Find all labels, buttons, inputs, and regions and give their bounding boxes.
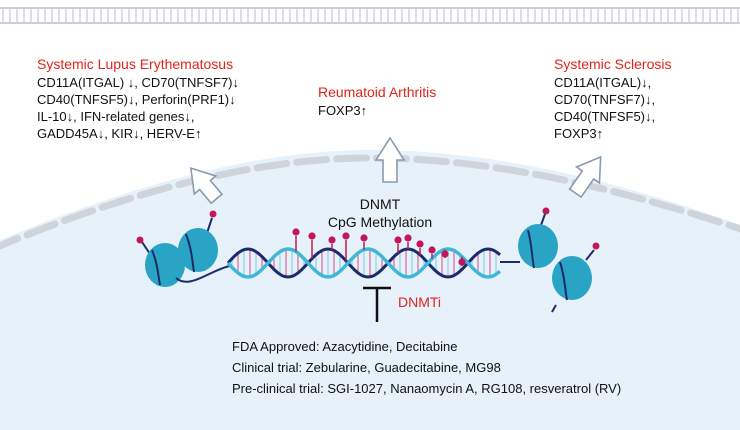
methyl-group xyxy=(416,240,424,248)
arrow-to-ssc xyxy=(568,155,602,199)
methyl-group xyxy=(404,234,412,242)
cell-membrane xyxy=(0,0,740,32)
sle-gene-line: CD11A(ITGAL) ↓, CD70(TNFSF7)↓ xyxy=(37,75,240,90)
methyl-group xyxy=(308,232,316,240)
methyl-group xyxy=(458,258,466,266)
methyl-group xyxy=(441,250,449,258)
dna-helix xyxy=(226,228,502,279)
ssc-gene-line: CD11A(ITGAL)↓, xyxy=(554,75,652,90)
ra-gene-line: FOXP3↑ xyxy=(318,103,368,118)
dnmt-label: DNMT xyxy=(359,196,401,212)
trial-line-preclinical: Pre-clinical trial: SGI-1027, Nanaomycin… xyxy=(232,381,622,396)
ssc-gene-line: CD40(TNFSF5)↓, xyxy=(554,109,656,124)
methyl-group xyxy=(394,236,402,244)
methyl-group xyxy=(360,234,368,242)
nucleosome-left xyxy=(136,210,231,287)
sle-title: Systemic Lupus Erythematosus xyxy=(37,56,234,72)
sle-gene-line: CD40(TNFSF5)↓, Perforin(PRF1)↓ xyxy=(37,92,236,107)
arrow-to-sle xyxy=(189,167,224,205)
arrow-to-ra xyxy=(374,136,406,183)
nucleus xyxy=(0,150,740,430)
cpg-methylation-label: CpG Methylation xyxy=(327,214,433,230)
dnmti-label: DNMTi xyxy=(398,294,442,310)
trial-line-fda: FDA Approved: Azacytidine, Decitabine xyxy=(232,339,458,354)
trial-line-clinical: Clinical trial: Zebularine, Guadecitabin… xyxy=(232,360,501,375)
methyl-group xyxy=(328,236,336,244)
methyl-group xyxy=(292,228,300,236)
nucleosome-right xyxy=(500,207,600,313)
ra-title: Reumatoid Arthritis xyxy=(318,84,437,100)
ssc-title: Systemic Sclerosis xyxy=(554,56,672,72)
inhibition-symbol xyxy=(363,286,391,322)
methyl-group xyxy=(428,246,436,254)
sle-gene-line: IL-10↓, IFN-related genes↓, xyxy=(37,109,195,124)
sle-gene-line: GADD45A↓, KIR↓, HERV-E↑ xyxy=(37,126,202,141)
ssc-gene-line: FOXP3↑ xyxy=(554,126,604,141)
methyl-group xyxy=(342,232,350,240)
ssc-gene-line: CD70(TNFSF7)↓, xyxy=(554,92,656,107)
